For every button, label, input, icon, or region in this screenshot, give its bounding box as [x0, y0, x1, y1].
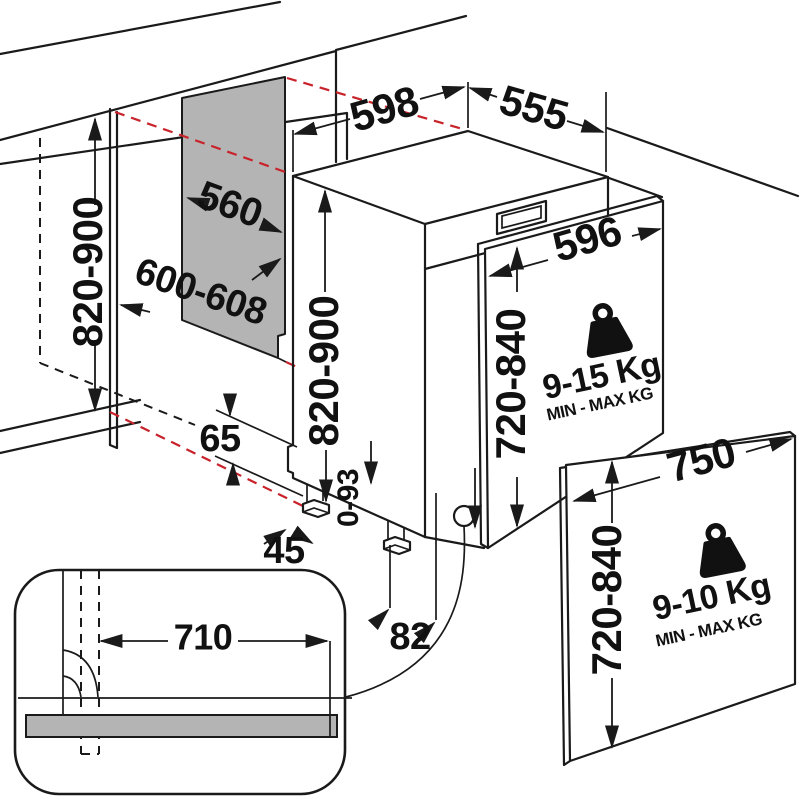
dimension-labels: 598 555 560 600-608 820-900 820-900 65 4…: [64, 76, 573, 658]
dim-appliance-height-820-900: 820-900: [300, 296, 347, 447]
door-panel-750: 750 720-840 9-10 Kg MIN - MAX KG: [558, 428, 797, 767]
plinth-detail-callout-circle: [452, 504, 476, 528]
dim-appliance-width-598: 598: [345, 77, 424, 141]
dim-appliance-depth-555: 555: [495, 76, 574, 140]
dishwasher-top-face: [291, 129, 610, 226]
alignment-dashed-lines: [109, 76, 467, 507]
dim-feet-range-0-93: 0-93: [332, 469, 365, 527]
control-recess: [495, 199, 548, 236]
right-countertop: [605, 92, 800, 199]
dim-door-596-height: 720-840: [487, 309, 534, 460]
dimension-lines: [87, 82, 605, 644]
dim-plinth-clearance-65: 65: [199, 418, 241, 460]
dim-door-750-height: 720-840: [583, 525, 630, 676]
adjustable-foot-front: [301, 484, 331, 519]
plinth-detail-inset: 710: [13, 568, 352, 796]
plinth-board: [25, 714, 338, 738]
weight-icon: [586, 303, 633, 358]
dim-niche-height-820-900: 820-900: [64, 197, 111, 348]
niche-back-panel: [181, 76, 287, 363]
adjustable-foot-rear: [382, 521, 412, 556]
dim-foot-inset-45: 45: [263, 530, 305, 572]
callout-leader-line: [345, 525, 466, 698]
dim-foot-depth-82: 82: [389, 616, 430, 658]
weight-icon: [699, 523, 746, 578]
dim-plinth-recess-710: 710: [174, 617, 233, 658]
